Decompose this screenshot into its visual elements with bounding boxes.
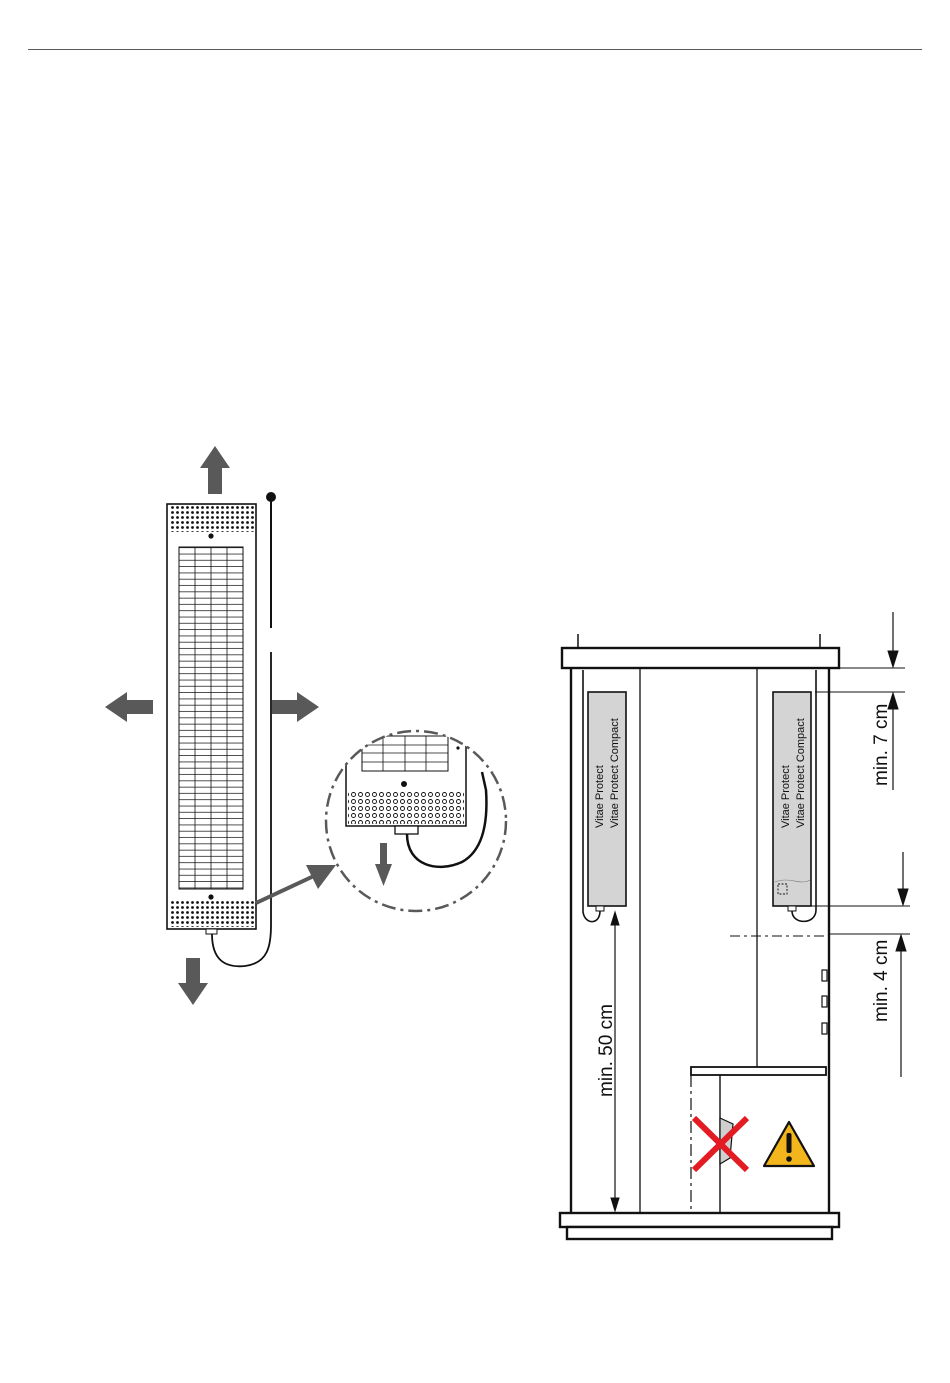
- top-vent-grille: [169, 506, 254, 532]
- heater-left-label-1: Vitae Protect: [594, 765, 606, 828]
- prohibited-cross-icon: [694, 1118, 747, 1170]
- heater-front-view: [167, 492, 276, 966]
- heater-right-label-1: Vitae Protect: [780, 765, 792, 828]
- dimension-top-label: min. 7 cm: [871, 704, 892, 786]
- heating-element-grille: [179, 547, 243, 889]
- cabinet-base: [560, 1213, 839, 1227]
- heater-left: Vitae Protect Vitae Protect Compact: [583, 670, 626, 922]
- heater-left-label-2: Vitae Protect Compact: [609, 718, 621, 828]
- zoom-pointer-arrow: [256, 865, 336, 903]
- cabinet-top: [562, 648, 839, 668]
- detail-zoom-circle: [326, 730, 506, 911]
- warning-triangle-icon: [764, 1122, 814, 1166]
- bottom-vent-grille: [169, 900, 254, 927]
- shelf: [691, 1067, 826, 1075]
- heater-right-label-2: Vitae Protect Compact: [795, 718, 807, 828]
- dimension-bottom-label: min. 50 cm: [596, 1004, 617, 1097]
- dimension-bottom: min. 50 cm: [596, 912, 619, 1211]
- heater-right: Vitae Protect Vitae Protect Compact: [773, 670, 816, 921]
- dimension-side-label: min. 4 cm: [871, 940, 892, 1022]
- dimension-side: min. 4 cm: [811, 852, 910, 1077]
